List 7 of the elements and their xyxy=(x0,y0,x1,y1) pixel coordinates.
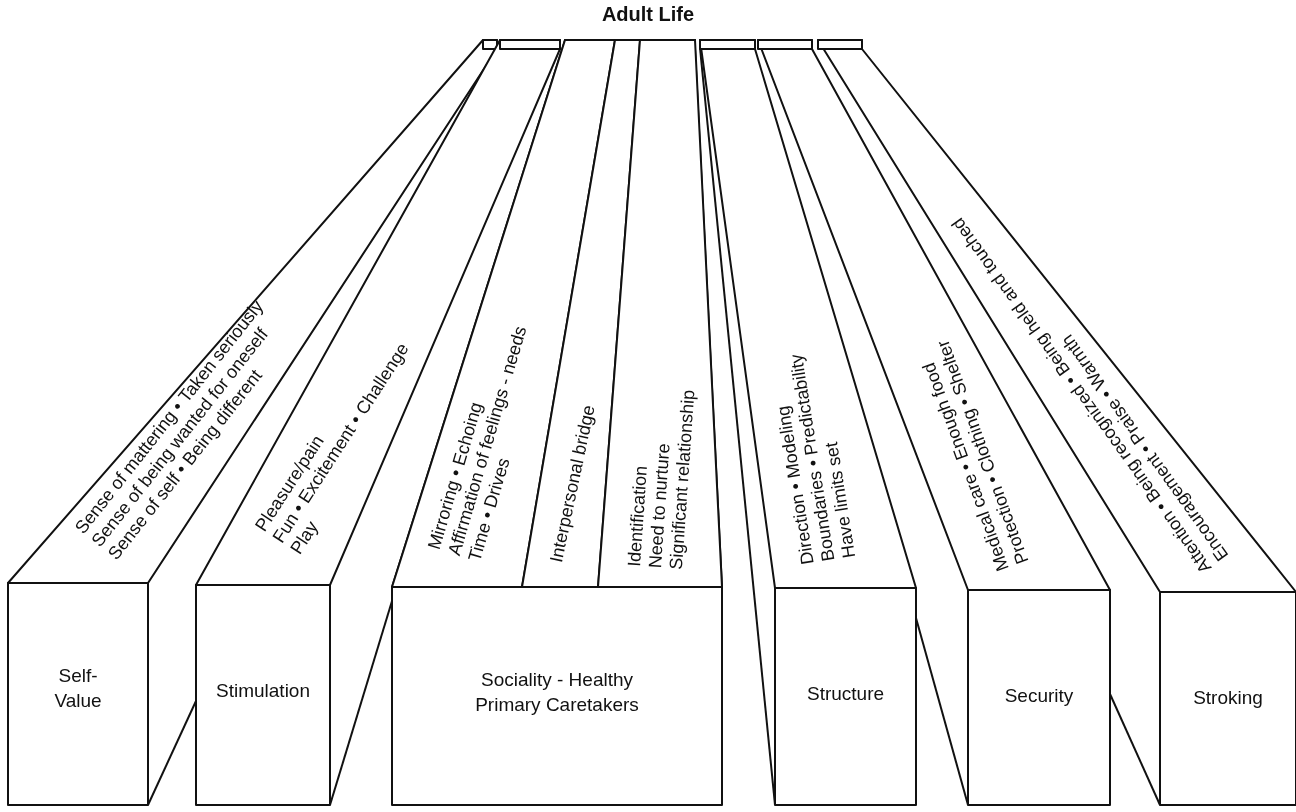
title: Adult Life xyxy=(600,2,696,26)
pillar-label: Self-Value xyxy=(53,664,103,713)
pillar-label: Security xyxy=(1004,683,1074,708)
pillar-label: Stimulation xyxy=(216,678,310,703)
pillar-label: Stroking xyxy=(1193,685,1263,710)
pillar-label: Sociality - Healthy Primary Caretakers xyxy=(474,668,640,717)
pillar-label: Structure xyxy=(806,681,885,706)
